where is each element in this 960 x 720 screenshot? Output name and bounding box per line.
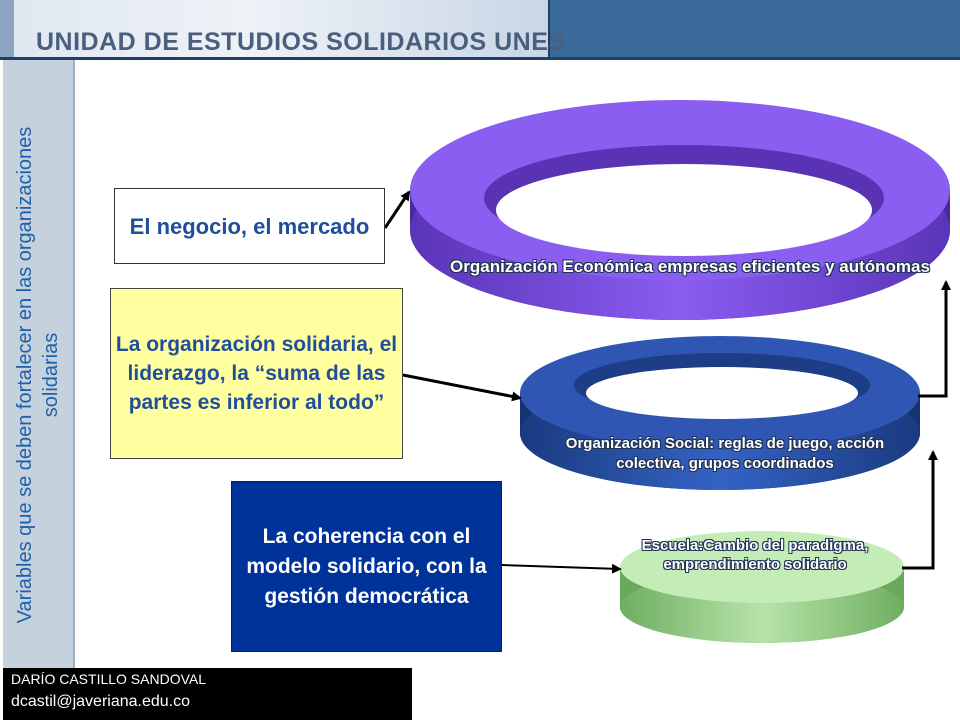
header-accent-stripe [0, 0, 14, 58]
author-email: dcastil@javeriana.edu.co [11, 693, 191, 710]
sidebar [3, 60, 75, 668]
business-box-text: El negocio, el mercado [129, 213, 370, 239]
school-disc [620, 531, 904, 643]
header-divider [0, 57, 960, 60]
page-title: UNIDAD DE ESTUDIOS SOLIDARIOS UNES [36, 28, 566, 56]
coherence-box-text: La coherencia con el modelo solidario, c… [246, 524, 487, 608]
economic-ring-label: Organización Económica empresas eficient… [450, 257, 930, 276]
coherence-box: La coherencia con el modelo solidario, c… [231, 481, 502, 652]
social-ring [520, 336, 920, 490]
school-disc-label: Escuela:Cambio del paradigma, emprendimi… [641, 537, 869, 573]
business-box: El negocio, el mercado [114, 188, 385, 264]
arrow-social-to-economic [918, 280, 951, 398]
header-banner-right [548, 0, 960, 58]
arrow-school-to-social [902, 450, 938, 570]
arrow-business-to-economic [383, 190, 411, 229]
organization-box-text: La organización solidaria, el liderazgo,… [115, 333, 398, 414]
author-footer: DARÍO CASTILLO SANDOVAL dcastil@javerian… [3, 668, 412, 720]
arrow-coherence-to-school [501, 563, 622, 574]
header-banner-left [0, 0, 548, 58]
author-name: DARÍO CASTILLO SANDOVAL [11, 671, 207, 687]
header-banner: UNIDAD DE ESTUDIOS SOLIDARIOS UNES [0, 0, 960, 60]
social-ring-label: Organización Social: reglas de juego, ac… [565, 435, 885, 472]
economic-ring [410, 100, 950, 320]
arrow-organization-to-social [402, 373, 522, 402]
organization-box: La organización solidaria, el liderazgo,… [110, 288, 403, 459]
